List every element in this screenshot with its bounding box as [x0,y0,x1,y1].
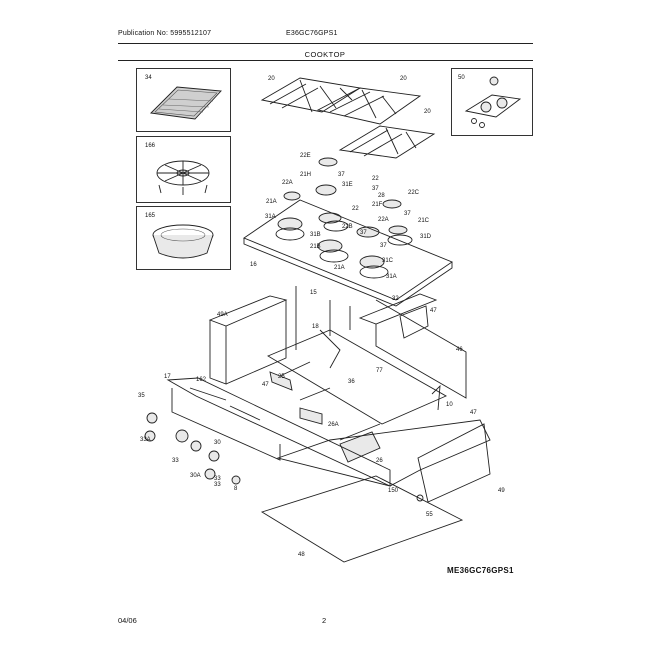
part-label: 49 [498,488,505,494]
part-label: 22C [408,190,420,196]
part-label: 77 [376,368,383,374]
part-label: 35 [138,393,145,399]
panel-griddle: 34 [136,68,231,132]
part-label: 16 [250,262,257,268]
part-label: 31E [342,182,353,188]
burners [277,157,408,269]
part-label: 31A [386,274,397,280]
grates-inset-drawing: 50 [458,75,522,128]
part-label: 49A [217,312,228,318]
bottom-pan [260,419,491,563]
cooktop-top-surface [243,199,453,307]
part-label: 37 [338,172,345,178]
publication-number: Publication No: 5995512107 [118,30,212,37]
part-label: 20 [424,109,431,115]
part-label: 31B [310,232,321,238]
part-label: 30A [190,473,201,479]
part-label: 8 [234,486,238,492]
control-panel [144,377,391,487]
part-label: 21A [266,199,277,205]
part-label: 28 [378,193,385,199]
part-label: 22 [352,206,359,212]
model-number: E36GC76GPS1 [286,30,338,37]
part-label: 32 [392,296,399,302]
part-label: 31D [420,234,432,240]
part-label: 21F [372,202,383,208]
part-label: 21B [310,244,321,250]
part-label: 33 [172,458,179,464]
part-label: 33 [214,482,221,488]
part-label: 55 [426,512,433,518]
panel-grates-inset: 50 [451,68,533,136]
part-label-inset: 50 [458,75,465,81]
part-label: 33 [214,476,221,482]
part-label: 37 [360,230,367,236]
part-label: 47 [430,308,437,314]
part-label: 25 [278,374,285,380]
part-label: 17 [164,374,171,380]
header-rule-bottom [118,60,533,61]
part-label: 30 [214,440,221,446]
part-label: 26 [376,458,383,464]
part-label: 20 [400,76,407,82]
part-label: 37 [372,186,379,192]
part-label: 37 [380,243,387,249]
grate-lower [338,125,436,159]
panel-wok-support: 165 [136,206,231,270]
section-title: COOKTOP [304,50,346,59]
part-label-wok-ring: 166 [145,143,156,149]
part-label: 31C [382,258,394,264]
footer-date: 04/06 [118,616,137,625]
part-label: 21C [418,218,430,224]
grate-right [316,87,422,125]
wok-support-drawing: 165 [145,213,214,259]
part-label: 47 [262,382,269,388]
part-label: 31A [265,214,276,220]
part-label: 10 [446,402,453,408]
part-label-wok-support: 165 [145,213,156,219]
diagram-code: ME36GC76GPS1 [447,566,514,575]
wok-ring-drawing: 166 [145,143,210,195]
part-label: 22 [372,176,379,182]
part-label: 22A [282,180,293,186]
part-label: 162 [196,377,207,383]
part-label: 48 [298,552,305,558]
part-label: 22E [300,153,311,159]
part-label: 26A [328,422,339,428]
part-label: 33A [140,437,151,443]
part-label: 47 [470,410,477,416]
part-label-griddle: 34 [145,75,152,81]
grate-left [260,77,362,113]
part-label: 21A [334,265,345,271]
part-label: 37 [404,211,411,217]
part-label: 22A [378,217,389,223]
panel-wok-ring: 166 [136,136,231,203]
header-rule-top [118,43,533,44]
page-number: 2 [322,616,327,625]
part-label: 18 [312,324,319,330]
part-label: 21H [300,172,311,178]
part-label: 22B [342,224,353,230]
part-label: 46 [456,347,463,353]
part-labels: 20 20 20 22E 21H 37 31E 22 22A 28 22C 37… [138,76,505,558]
griddle-drawing: 34 [145,75,222,120]
cooktop-box [208,286,467,463]
part-label: 36 [348,379,355,385]
part-label: 20 [268,76,275,82]
part-label: 15 [310,290,317,296]
part-label: 150 [388,488,399,494]
